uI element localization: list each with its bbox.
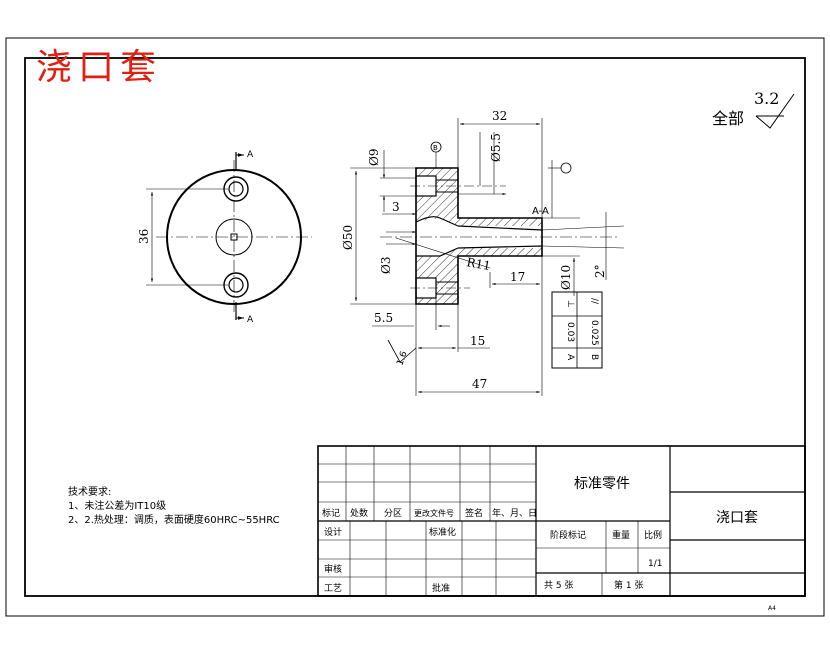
section-label: A-A: [532, 206, 549, 217]
dim-d9: Ø9: [367, 149, 381, 166]
tb-scale-label: 比例: [644, 529, 662, 541]
tb-design: 设计: [324, 526, 342, 538]
tb-standardize: 标准化: [429, 526, 456, 538]
dim-32: 32: [492, 109, 507, 123]
drawing-title: 浇口套: [36, 47, 163, 88]
tol-r2-ref: B: [589, 354, 599, 360]
tb-total-sheets: 共 5 张: [544, 580, 573, 591]
cut-mark-top: A: [247, 150, 254, 160]
title-block-text: 标记 处数 分区 更改文件号 签名 年、月、日 设计 标准化 审核 工艺 批准 …: [322, 476, 776, 612]
tb-stage: 阶段标记: [550, 529, 586, 541]
title-block: [317, 445, 806, 597]
tb-part-name: 浇口套: [716, 510, 758, 526]
tb-std-part: 标准零件: [574, 476, 630, 492]
tb-sign: 签名: [465, 507, 483, 519]
tol-r2-sym: //: [589, 298, 599, 305]
tb-process: 工艺: [324, 583, 342, 594]
tol-r1-ref: A: [565, 354, 575, 361]
datum-b: B: [433, 144, 438, 152]
dim-15: 15: [470, 334, 485, 348]
notes-line-1: 1、未注公差为IT10级: [68, 501, 167, 512]
tb-date: 年、月、日: [492, 507, 537, 519]
dim-angle: 2°: [593, 264, 607, 278]
tb-weight: 重量: [612, 529, 630, 541]
tol-r2-val: 0.025: [589, 320, 599, 346]
dim-r11: R11: [465, 255, 491, 273]
dim-d5-5-hole: Ø5.5: [489, 133, 503, 162]
dim-36: 36: [137, 229, 151, 244]
notes-line-2: 2、2.热处理：调质，表面硬度60HRC~55HRC: [68, 515, 280, 526]
tol-r1-val: 0.03: [565, 322, 575, 342]
dim-47: 47: [472, 377, 487, 391]
tb-doc: 更改文件号: [414, 508, 454, 518]
technical-notes: 技术要求: 1、未注公差为IT10级 2、2.热处理：调质，表面硬度60HRC~…: [68, 486, 280, 528]
outer-border: [5, 37, 825, 617]
roughness-label: 全部: [712, 109, 744, 128]
cut-mark-bottom: A: [247, 315, 254, 325]
dim-d3: Ø3: [379, 257, 393, 274]
dim-3: 3: [392, 200, 400, 214]
tb-check: 审核: [324, 563, 342, 575]
roughness-symbol: 全部 3.2: [712, 89, 795, 129]
rough-1-6: 1.6: [395, 350, 409, 367]
dim-d10: Ø10: [559, 265, 573, 290]
tb-paper: A4: [768, 605, 776, 612]
tb-zone: 分区: [384, 508, 402, 519]
tb-mark: 标记: [322, 507, 340, 519]
tb-scale: 1/1: [648, 559, 662, 569]
roughness-value: 3.2: [754, 89, 779, 108]
tb-approve: 批准: [432, 582, 450, 594]
dim-17: 17: [510, 270, 525, 284]
tol-r1-sym: ⊥: [565, 300, 575, 308]
tolerance-table: ⊥ 0.03 A // 0.025 B: [551, 291, 603, 369]
section-view: A-A 32 Ø5.5 B Ø9 Ø50 3: [341, 109, 625, 396]
dim-5-5: 5.5: [374, 311, 393, 325]
notes-heading: 技术要求:: [68, 487, 112, 498]
tb-sheet-no: 第 1 张: [614, 579, 643, 591]
tb-count: 处数: [350, 507, 368, 519]
front-view: A A 36: [137, 150, 312, 325]
dim-d50: Ø50: [341, 225, 355, 250]
